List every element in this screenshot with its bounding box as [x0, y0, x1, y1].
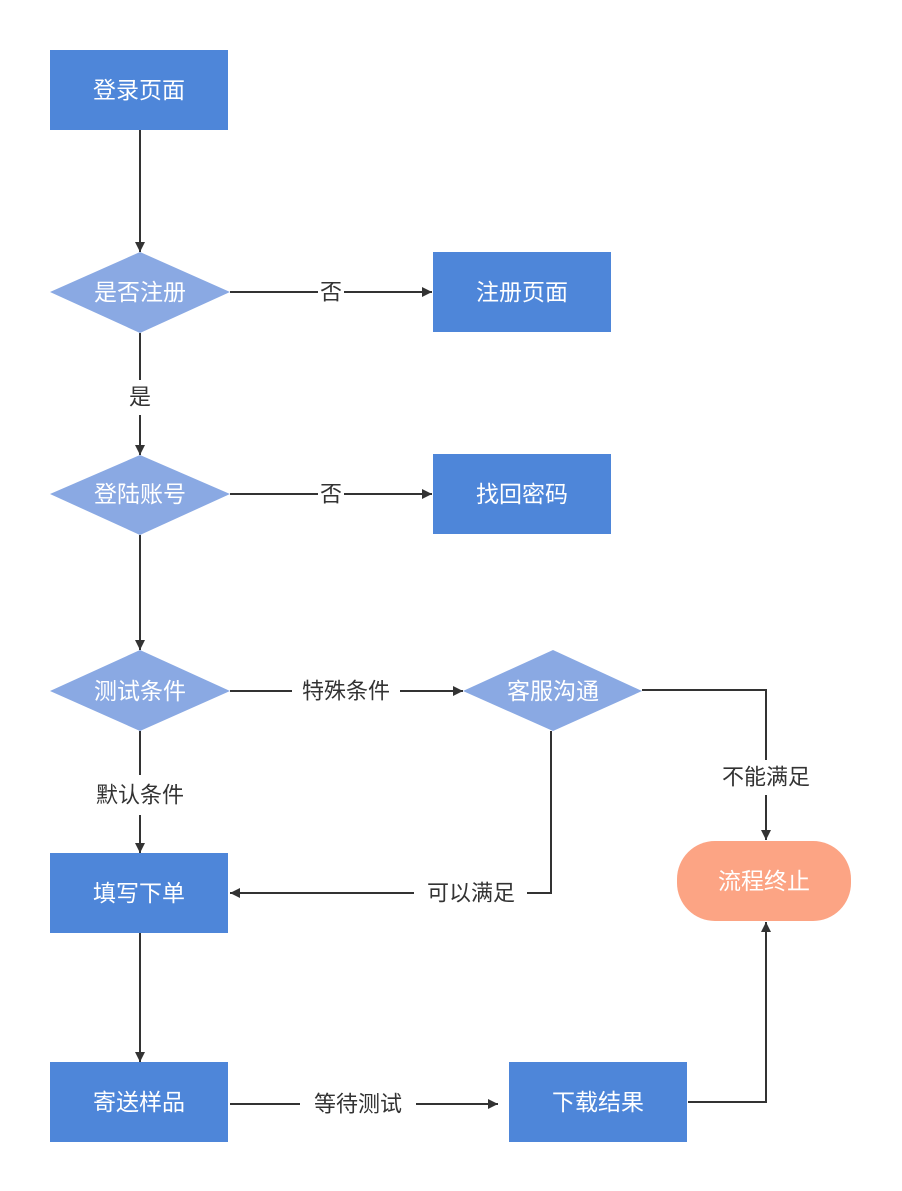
node-test-conditions[interactable]: 测试条件	[50, 650, 230, 731]
label-default-conditions: 默认条件	[96, 784, 184, 809]
node-label: 是否注册	[94, 280, 186, 306]
node-label: 登陆账号	[94, 482, 186, 508]
label-login-failed: 否	[320, 483, 342, 508]
label-can-satisfy: 可以满足	[427, 882, 515, 907]
label-cannot-satisfy: 不能满足	[722, 766, 810, 791]
label-registered: 是	[129, 386, 151, 411]
process-box	[509, 1062, 687, 1142]
node-label: 找回密码	[476, 482, 568, 508]
node-label: 流程终止	[718, 869, 810, 895]
node-register-page[interactable]: 注册页面	[433, 252, 611, 332]
node-recover-password[interactable]: 找回密码	[433, 454, 611, 534]
edge-cannot-satisfy	[642, 689, 766, 840]
node-label: 登录页面	[93, 78, 185, 104]
label-special-conditions: 特殊条件	[302, 680, 390, 705]
decision-diamond	[50, 650, 230, 731]
process-box	[50, 853, 228, 933]
decision-diamond	[50, 252, 230, 333]
edge-results-to-end	[688, 922, 771, 1103]
node-label: 填写下单	[93, 881, 185, 907]
node-download-results[interactable]: 下载结果	[509, 1062, 687, 1142]
process-box	[50, 50, 228, 130]
process-box	[50, 1062, 228, 1142]
node-label: 客服沟通	[507, 679, 599, 705]
node-login-account[interactable]: 登陆账号	[50, 455, 230, 535]
process-box	[433, 454, 611, 534]
terminal-shape	[677, 841, 851, 921]
decision-diamond	[463, 650, 642, 731]
node-is-registered[interactable]: 是否注册	[50, 252, 230, 333]
node-customer-service[interactable]: 客服沟通	[463, 650, 642, 731]
node-process-end[interactable]: 流程终止	[677, 841, 851, 921]
decision-diamond	[50, 455, 230, 535]
edge-labels: 否 是 否 特殊条件 默认条件 不能满足 可以满足 等待测试	[96, 281, 810, 1118]
node-label: 注册页面	[476, 280, 568, 306]
node-label: 测试条件	[94, 679, 186, 705]
label-wait-for-test: 等待测试	[314, 1093, 402, 1118]
node-login-page[interactable]: 登录页面	[50, 50, 228, 130]
process-box	[433, 252, 611, 332]
node-fill-order[interactable]: 填写下单	[50, 853, 228, 933]
label-not-registered: 否	[320, 281, 342, 306]
node-send-samples[interactable]: 寄送样品	[50, 1062, 228, 1142]
edges	[140, 130, 766, 1104]
node-label: 寄送样品	[93, 1090, 185, 1116]
edge-can-satisfy	[230, 731, 552, 893]
node-label: 下载结果	[552, 1090, 644, 1116]
